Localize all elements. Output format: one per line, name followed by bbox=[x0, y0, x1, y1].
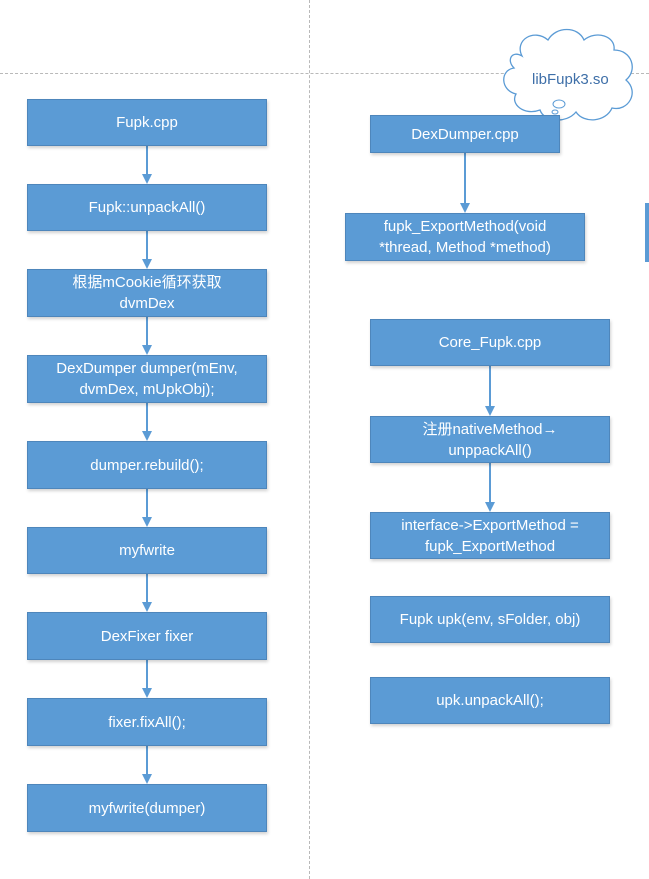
flow-box-fixall[interactable]: fixer.fixAll(); bbox=[27, 698, 267, 746]
box-label-line1: 根据mCookie循环获取 bbox=[72, 274, 222, 291]
box-label: Fupk.cpp bbox=[116, 114, 178, 131]
flow-box-dexdumper-cpp[interactable]: DexDumper.cpp bbox=[370, 115, 560, 153]
box-label: dumper.rebuild(); bbox=[90, 456, 204, 474]
vertical-divider bbox=[309, 0, 310, 879]
horizontal-divider bbox=[0, 73, 649, 74]
offscreen-box-edge bbox=[645, 203, 649, 262]
flow-box-dexdumper-ctor[interactable]: DexDumper dumper(mEnv, dvmDex, mUpkObj); bbox=[27, 355, 267, 403]
box-label: DexDumper.cpp bbox=[411, 125, 519, 143]
box-label-line1: DexDumper dumper(mEnv, bbox=[56, 360, 238, 377]
flow-box-core-fupk[interactable]: Core_Fupk.cpp bbox=[370, 319, 610, 366]
flow-box-register-native[interactable]: 注册nativeMethod→ unppackAll() bbox=[370, 416, 610, 463]
box-label: myfwrite(dumper) bbox=[88, 799, 206, 817]
box-label-line2: *thread, Method *method) bbox=[379, 239, 551, 256]
flow-box-myfwrite-dumper[interactable]: myfwrite(dumper) bbox=[27, 784, 267, 832]
flow-box-export-method[interactable]: fupk_ExportMethod(void *thread, Method *… bbox=[345, 213, 585, 261]
box-label-line1: interface->ExportMethod = bbox=[401, 516, 579, 534]
box-label-line2: dvmDex bbox=[119, 295, 175, 312]
flow-box-dexfixer[interactable]: DexFixer fixer bbox=[27, 612, 267, 660]
flow-box-get-dvmdex[interactable]: 根据mCookie循环获取 dvmDex bbox=[27, 269, 267, 317]
flow-box-interface-export[interactable]: interface->ExportMethod = fupk_ExportMet… bbox=[370, 512, 610, 559]
cloud-label: libFupk3.so bbox=[532, 71, 609, 88]
flow-box-myfwrite[interactable]: myfwrite bbox=[27, 527, 267, 574]
box-label: Fupk upk(env, sFolder, obj) bbox=[399, 611, 581, 628]
flow-box-unpackall[interactable]: Fupk::unpackAll() bbox=[27, 184, 267, 231]
box-label-line1: fupk_ExportMethod(void bbox=[383, 218, 547, 235]
flow-box-upk-unpackall[interactable]: upk.unpackAll(); bbox=[370, 677, 610, 724]
box-label-line2: unppackAll() bbox=[448, 441, 532, 459]
flow-box-fupk-cpp[interactable]: Fupk.cpp bbox=[27, 99, 267, 146]
box-label-line2: fupk_ExportMethod bbox=[424, 537, 556, 555]
box-label: Core_Fupk.cpp bbox=[438, 334, 542, 351]
box-label: fixer.fixAll(); bbox=[108, 713, 186, 731]
box-label-line2: dvmDex, mUpkObj); bbox=[79, 381, 215, 398]
box-label: Fupk::unpackAll() bbox=[88, 199, 206, 216]
box-label-line1: 注册nativeMethod→ bbox=[422, 420, 558, 438]
box-label: DexFixer fixer bbox=[100, 627, 194, 645]
flow-box-rebuild[interactable]: dumper.rebuild(); bbox=[27, 441, 267, 489]
flow-box-fupk-upk[interactable]: Fupk upk(env, sFolder, obj) bbox=[370, 596, 610, 643]
box-label: upk.unpackAll(); bbox=[436, 692, 544, 709]
box-label: myfwrite bbox=[119, 542, 175, 559]
cloud-shape bbox=[503, 28, 633, 121]
